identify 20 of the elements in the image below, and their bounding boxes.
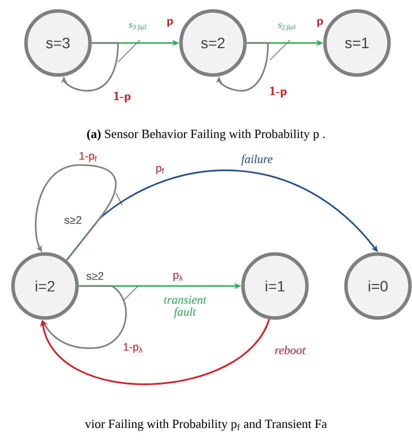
edge-label: 1-p$_{f}$ <box>80 152 97 162</box>
edge-label: s$_{2 fail}$ <box>278 23 296 31</box>
edge-label: transient fault <box>164 296 207 318</box>
arrow <box>42 285 127 349</box>
edge-label: failure <box>241 154 272 166</box>
probability-label: p$_{f}$ <box>156 166 164 174</box>
edge-label: s$_{3 fail}$ <box>129 23 146 31</box>
condition-label: s≥2 <box>86 272 104 280</box>
caption: (a) Sensor Behavior Failing with Probability p . <box>87 129 325 141</box>
arrow <box>40 318 270 385</box>
arrow <box>34 164 117 261</box>
edge-label: 1-p <box>270 86 286 98</box>
arrow <box>216 42 269 92</box>
edge-label: 1-p$_{λ}$ <box>124 343 143 353</box>
probability-label: p$_{λ}$ <box>173 272 183 282</box>
arrow <box>60 42 119 92</box>
edge-label: reboot <box>275 346 306 354</box>
condition-label: s≥2 <box>64 216 82 224</box>
edge-label: 1-p <box>114 92 130 102</box>
caption: vior Failing with Probability p$_{f}$ and Transient Fa <box>84 419 327 431</box>
